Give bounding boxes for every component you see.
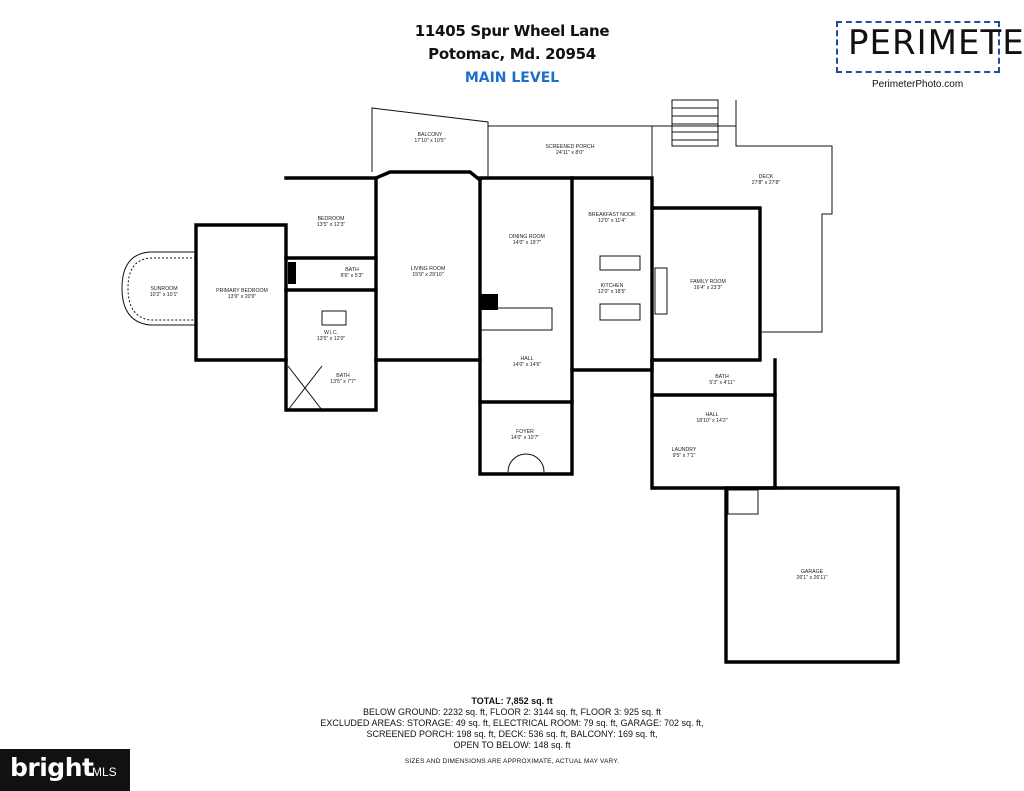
bright-mls-watermark — [0, 749, 130, 791]
east-wing-wall — [650, 358, 777, 490]
room-name: BATH — [715, 374, 729, 380]
perimeter-logo: PERIMETER — [848, 23, 1024, 63]
room-name: HALL — [521, 356, 534, 362]
center-stairs — [479, 307, 553, 331]
garage-wall — [724, 486, 900, 664]
kitchen-counter — [599, 303, 641, 321]
room-dims: 8'6" x 5'3" — [341, 273, 364, 279]
heavy-walls — [194, 170, 900, 664]
room-dims: 26'1" x 26'11" — [797, 575, 828, 581]
room-dims: 14'0" x 10'7" — [511, 435, 540, 441]
solid-fills — [288, 262, 498, 310]
screened-porch-outline — [487, 125, 653, 178]
room-name: DINING ROOM — [509, 234, 545, 240]
address-line-1: 11405 Spur Wheel Lane — [414, 22, 610, 40]
area-line-1: BELOW GROUND: 2232 sq. ft, FLOOR 2: 3144… — [362, 707, 662, 717]
dining-room-wall — [478, 176, 574, 476]
room-labels: BALCONY 17'10" x 10'5" SCREENED PORCH 24… — [150, 132, 828, 581]
garage-steps — [727, 489, 759, 515]
kitchen-island — [599, 255, 641, 271]
kitchen-wall — [570, 176, 654, 372]
deck-outline — [652, 100, 833, 333]
room-name: BATH — [336, 373, 350, 379]
living-room-wall — [373, 170, 483, 183]
light-outlines — [121, 99, 833, 515]
room-name: PRIMARY BEDROOM — [216, 288, 268, 294]
room-dims: 27'8" x 27'8" — [752, 180, 781, 186]
sunroom-outline — [121, 251, 196, 326]
level-title: MAIN LEVEL — [464, 70, 560, 86]
room-name: GARAGE — [801, 569, 824, 575]
room-name: BEDROOM — [318, 216, 345, 222]
room-dims: 9'5" x 7'1" — [673, 453, 696, 459]
room-dims: 15'9" x 29'10" — [412, 272, 443, 278]
room-name: SUNROOM — [150, 286, 177, 292]
area-summary: TOTAL: 7,852 sq. ft BELOW GROUND: 2232 s… — [260, 696, 764, 751]
room-dims: 13'5" x 7'7" — [330, 379, 356, 385]
mls-logo-text: MLS — [92, 765, 117, 779]
room-name: FAMILY ROOM — [690, 279, 726, 285]
room-dims: 18'10" x 14'2" — [696, 418, 727, 424]
wic-island — [321, 310, 347, 326]
room-name: LAUNDRY — [672, 447, 697, 453]
room-dims: 13'5" x 12'0" — [317, 336, 346, 342]
primary-bath-wall — [284, 358, 378, 412]
area-line-3: SCREENED PORCH: 198 sq. ft, DECK: 536 sq… — [366, 729, 658, 739]
room-name: FOYER — [516, 429, 534, 435]
room-dims: 17'10" x 10'5" — [414, 138, 445, 144]
room-name: HALL — [706, 412, 719, 418]
room-dims: 10'2" x 10'1" — [150, 292, 179, 298]
bright-logo-text: bright — [10, 753, 94, 782]
area-line-4: OPEN TO BELOW: 148 sq. ft — [453, 740, 571, 750]
deck-stairs — [671, 99, 719, 147]
room-name: DECK — [759, 174, 774, 180]
room-dims: 13'9" x 20'9" — [228, 294, 257, 300]
room-name: SCREENED PORCH — [545, 144, 594, 150]
room-dims: 13'5" x 12'3" — [317, 222, 346, 228]
family-room-wall — [650, 206, 762, 362]
room-dims: 16'4" x 23'3" — [694, 285, 723, 291]
floor-plan: BALCONY 17'10" x 10'5" SCREENED PORCH 24… — [121, 99, 900, 664]
room-dims: 24'11" x 8'0" — [556, 150, 584, 156]
disclaimer: SIZES AND DIMENSIONS ARE APPROXIMATE, AC… — [404, 758, 620, 765]
room-dims: 14'0" x 14'6" — [513, 362, 542, 368]
room-name: LIVING ROOM — [411, 266, 446, 272]
room-name: KITCHEN — [601, 283, 624, 289]
room-name: W.I.C. — [324, 330, 338, 336]
total-area: TOTAL: 7,852 sq. ft — [471, 696, 553, 706]
room-dims: 12'0" x 18'5" — [598, 289, 627, 295]
perimeter-logo-frame — [836, 21, 1000, 73]
room-name: BATH — [345, 267, 359, 273]
room-dims: 12'0" x 11'4" — [598, 218, 626, 224]
room-dims: 5'3" x 4'11" — [709, 380, 734, 386]
room-dims: 14'0" x 19'7" — [513, 240, 542, 246]
logo-url: PerimeterPhoto.com — [872, 79, 964, 90]
room-name: BREAKFAST NOOK — [588, 212, 636, 218]
address-line-2: Potomac, Md. 20954 — [428, 45, 596, 63]
area-line-2: EXCLUDED AREAS: STORAGE: 49 sq. ft, ELEC… — [320, 718, 704, 728]
room-name: BALCONY — [418, 132, 443, 138]
